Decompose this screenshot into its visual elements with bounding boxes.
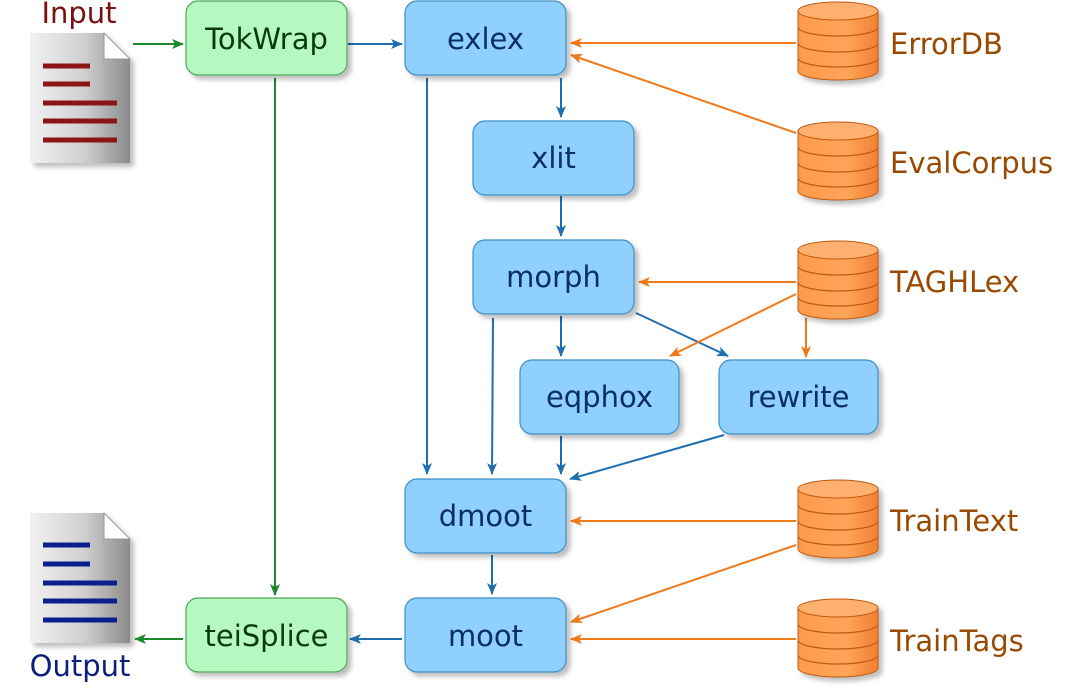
output-label: Output (30, 649, 131, 683)
database-traintext-label: TrainText (889, 504, 1018, 538)
input-document-icon (30, 31, 132, 163)
edge-morph-dmoot (487, 317, 498, 475)
node-xlit[interactable]: xlit (472, 120, 635, 196)
node-eqphox[interactable]: eqphox (519, 359, 680, 435)
database-errordb-icon (797, 1, 879, 81)
edge-traintext-moot (570, 544, 797, 624)
node-exlex[interactable]: exlex (404, 0, 567, 76)
node-dmoot-label: dmoot (439, 499, 533, 533)
edge-morph-rewrite (635, 312, 729, 357)
database-taghlex-icon (797, 240, 879, 320)
node-teisplice-label: teiSplice (205, 619, 329, 653)
node-rewrite-label: rewrite (747, 380, 849, 414)
edge-taghlex-eqphox (669, 293, 797, 357)
database-traintext-icon (797, 479, 879, 559)
input-label: Input (41, 0, 116, 30)
node-exlex-label: exlex (447, 22, 524, 56)
database-traintags-label: TrainTags (889, 624, 1024, 658)
node-tokwrap[interactable]: TokWrap (185, 0, 348, 76)
node-dmoot[interactable]: dmoot (404, 478, 567, 554)
node-eqphox-label: eqphox (546, 380, 653, 414)
database-evalcorpus-icon (797, 121, 879, 201)
database-errordb-label: ErrorDB (890, 27, 1003, 61)
node-rewrite[interactable]: rewrite (718, 359, 879, 435)
node-xlit-label: xlit (531, 141, 576, 175)
node-morph[interactable]: morph (472, 239, 635, 315)
database-evalcorpus-label: EvalCorpus (890, 146, 1053, 180)
node-tokwrap-label: TokWrap (204, 22, 328, 56)
edge-evalcorpus-exlex (570, 53, 797, 134)
output-document-lines (43, 542, 117, 623)
node-teisplice[interactable]: teiSplice (185, 597, 348, 673)
input-document-lines (43, 63, 117, 143)
node-moot-label: moot (448, 619, 523, 653)
node-moot[interactable]: moot (404, 597, 567, 673)
edge-rewrite-dmoot (569, 434, 725, 481)
database-taghlex-label: TAGHLex (889, 265, 1019, 299)
output-document-icon (30, 511, 132, 643)
node-morph-label: morph (506, 260, 601, 294)
database-traintags-icon (797, 598, 879, 678)
